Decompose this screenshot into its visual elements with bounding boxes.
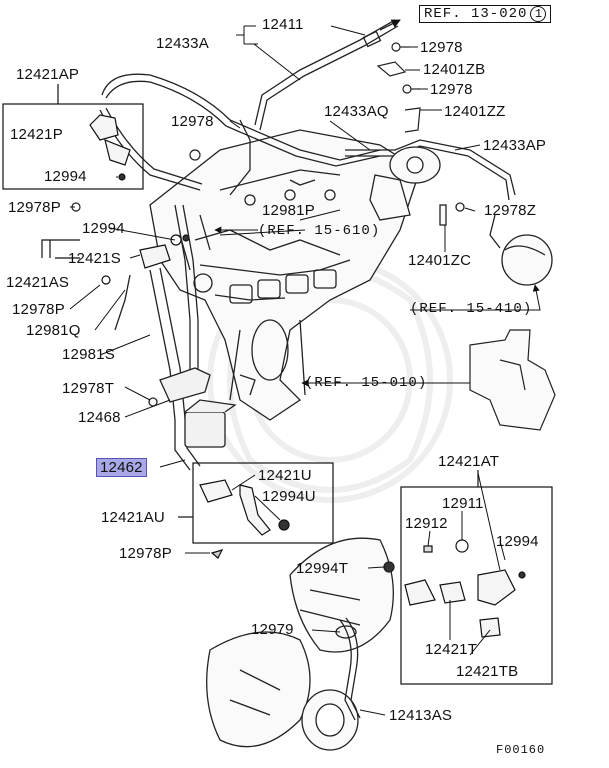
- part-label-12433AQ[interactable]: 12433AQ: [324, 103, 389, 120]
- ref-15-010[interactable]: (REF. 15-010): [305, 375, 428, 391]
- part-label-12433A[interactable]: 12433A: [156, 35, 209, 52]
- part-label-12994-c[interactable]: 12994: [496, 533, 539, 550]
- part-label-12912[interactable]: 12912: [405, 515, 448, 532]
- box-12421AT: [400, 470, 553, 685]
- purge-valve-assembly: [369, 146, 465, 226]
- engine-lower-turbo: [206, 537, 395, 751]
- part-label-12421T[interactable]: 12421T: [425, 641, 478, 658]
- fasteners-top: [71, 42, 421, 212]
- part-label-12421S[interactable]: 12421S: [68, 250, 121, 267]
- part-label-12978Z[interactable]: 12978Z: [484, 202, 537, 219]
- ref-13-020-text: REF. 13-020: [424, 6, 528, 22]
- part-label-12401ZZ[interactable]: 12401ZZ: [444, 103, 506, 120]
- box-12421AP: [2, 84, 144, 190]
- part-label-12978P-c[interactable]: 12978P: [119, 545, 172, 562]
- part-label-12421AP[interactable]: 12421AP: [16, 66, 80, 83]
- leader-lines: [69, 25, 506, 716]
- part-label-12994U[interactable]: 12994U: [262, 488, 316, 505]
- part-label-12978P-b[interactable]: 12978P: [12, 301, 65, 318]
- engine-intake-manifold: [149, 129, 421, 421]
- part-label-12981S[interactable]: 12981S: [62, 346, 115, 363]
- pipe-12411: [362, 19, 401, 48]
- part-label-12411[interactable]: 12411: [262, 16, 304, 33]
- part-label-12994-a[interactable]: 12994: [44, 168, 87, 185]
- part-label-12421AU[interactable]: 12421AU: [101, 509, 165, 526]
- part-label-12421U[interactable]: 12421U: [258, 467, 312, 484]
- part-label-12979[interactable]: 12979: [251, 621, 294, 638]
- ref-15-410[interactable]: (REF. 15-410): [410, 301, 533, 317]
- bracket-12421AS: [41, 234, 190, 285]
- part-label-12978-a[interactable]: 12978: [420, 39, 463, 56]
- part-label-12994-b[interactable]: 12994: [82, 220, 125, 237]
- reference-arrows: [214, 226, 541, 387]
- part-label-12981Q[interactable]: 12981Q: [26, 322, 81, 339]
- figure-code: F00160: [496, 743, 546, 757]
- part-label-12421AS[interactable]: 12421AS: [6, 274, 70, 291]
- part-label-12978T[interactable]: 12978T: [62, 380, 115, 397]
- part-label-12978-b[interactable]: 12978: [430, 81, 473, 98]
- bracket-15-010: [469, 329, 556, 431]
- ref-circle-number: 1: [530, 6, 547, 22]
- solenoid-valve-12462: [148, 367, 237, 448]
- part-label-12401ZC[interactable]: 12401ZC: [408, 252, 472, 269]
- part-label-12433AP[interactable]: 12433AP: [483, 137, 547, 154]
- box-12421AU: [178, 462, 334, 559]
- part-label-12911[interactable]: 12911: [442, 495, 484, 512]
- ref-15-610[interactable]: (REF. 15-610): [258, 223, 381, 239]
- part-label-12421TB[interactable]: 12421TB: [456, 663, 519, 680]
- part-label-12413AS[interactable]: 12413AS: [389, 707, 453, 724]
- part-label-12981P[interactable]: 12981P: [262, 202, 315, 219]
- part-label-12401ZB[interactable]: 12401ZB: [423, 61, 486, 78]
- part-label-12978P-a[interactable]: 12978P: [8, 199, 61, 216]
- part-label-12421AT[interactable]: 12421AT: [438, 453, 500, 470]
- part-label-12978-c[interactable]: 12978: [171, 113, 214, 130]
- part-label-12994T[interactable]: 12994T: [296, 560, 349, 577]
- part-label-12421P[interactable]: 12421P: [10, 126, 63, 143]
- part-label-12462-highlighted[interactable]: 12462: [96, 458, 147, 477]
- canister-15-410: [489, 214, 553, 286]
- part-label-12468[interactable]: 12468: [78, 409, 121, 426]
